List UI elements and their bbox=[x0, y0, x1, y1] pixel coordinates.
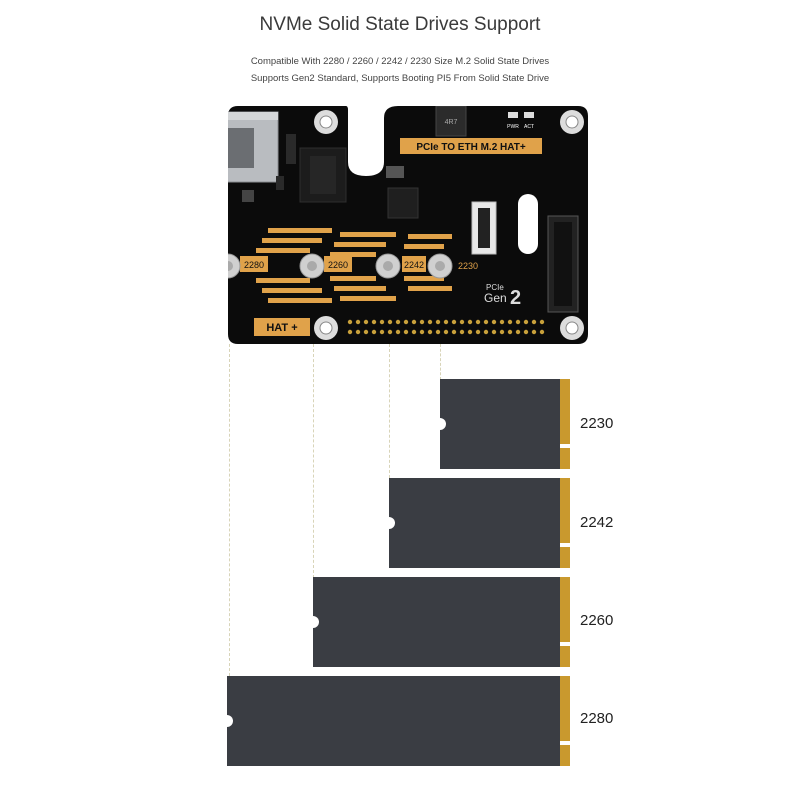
mount-label-2230: 2230 bbox=[458, 261, 478, 271]
guide-line-2280 bbox=[229, 344, 230, 676]
gen-logo-text: Gen bbox=[484, 291, 507, 305]
ssd-label-2260: 2260 bbox=[580, 612, 614, 629]
mount-label-2242: 2242 bbox=[404, 260, 424, 270]
gen2-support-text: Supports Gen2 Standard, Supports Booting… bbox=[250, 73, 550, 84]
act-led-label: ACT bbox=[524, 124, 534, 130]
gold-contacts bbox=[560, 577, 570, 667]
mount-standoffs bbox=[228, 253, 453, 279]
pcie-hat-board: 4R7 PWR ACT PCIe TO ETH M.2 HAT+ 2280 bbox=[228, 106, 588, 344]
page-title: NVMe Solid State Drives Support bbox=[259, 14, 541, 35]
screw-notch bbox=[383, 517, 395, 529]
gold-contacts bbox=[560, 478, 570, 568]
gpio-header bbox=[347, 319, 545, 335]
ssd-2242 bbox=[383, 478, 570, 568]
hat-plus-label: HAT + bbox=[266, 322, 297, 334]
mount-label-2260: 2260 bbox=[328, 260, 348, 270]
ssd-label-2242: 2242 bbox=[580, 514, 614, 531]
ssd-2230 bbox=[434, 379, 570, 469]
ssd-2280 bbox=[221, 676, 570, 766]
ssd-2260 bbox=[307, 577, 570, 667]
pwr-led-label: PWR bbox=[507, 124, 519, 130]
guide-line-2242 bbox=[389, 344, 390, 478]
board-graphic: 4R7 PWR ACT PCIe TO ETH M.2 HAT+ 2280 bbox=[228, 106, 588, 344]
mount-label-2280: 2280 bbox=[244, 260, 264, 270]
screw-notch bbox=[307, 616, 319, 628]
compatibility-text: Compatible With 2280 / 2260 / 2242 / 223… bbox=[250, 56, 550, 67]
pcie-logo-text: PCIe bbox=[486, 283, 504, 292]
screw-notch bbox=[221, 715, 233, 727]
gen-number: 2 bbox=[510, 287, 521, 309]
inductor-marking: 4R7 bbox=[445, 119, 458, 126]
screw-notch bbox=[434, 418, 446, 430]
gold-contacts bbox=[560, 676, 570, 766]
guide-line-2230 bbox=[440, 344, 441, 380]
guide-line-2260 bbox=[313, 344, 314, 578]
board-name-banner: PCIe TO ETH M.2 HAT+ bbox=[416, 142, 526, 153]
gold-contacts bbox=[560, 379, 570, 469]
ssd-label-2280: 2280 bbox=[580, 710, 614, 727]
ssd-label-2230: 2230 bbox=[580, 415, 614, 432]
